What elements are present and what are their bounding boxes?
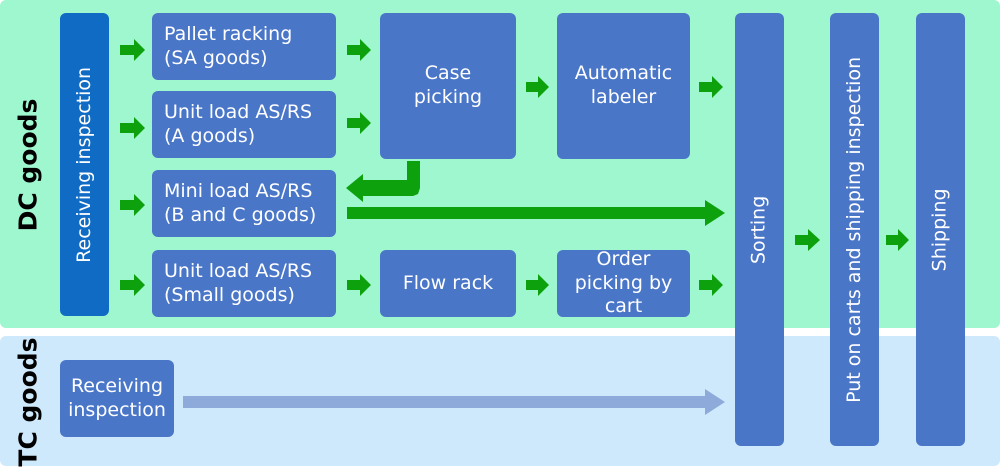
arrow-case-picking-to-labeler: [526, 76, 549, 98]
arrow-mini-load-to-sorting: [347, 200, 725, 226]
arrow-receiving-to-mini: [120, 194, 145, 216]
automatic-labeler-box: Automatic labeler: [557, 13, 690, 159]
flow-rack-box: Flow rack: [380, 250, 516, 317]
arrow-unit-a-to-case-picking: [347, 112, 371, 134]
order-picking-by-cart-box: Order picking by cart: [557, 248, 690, 317]
arrow-labeler-to-sorting: [699, 76, 723, 98]
unit-load-asrs-a-box: Unit load AS/RS (A goods): [152, 91, 336, 158]
arrow-sorting-to-put-on-carts: [795, 229, 820, 251]
arrow-flow-rack-to-order-picking: [526, 274, 549, 296]
arrow-receiving-to-pallet: [120, 39, 145, 61]
unit-load-asrs-small-box: Unit load AS/RS (Small goods): [152, 250, 336, 317]
arrow-put-on-carts-to-shipping: [886, 229, 909, 251]
arrow-pallet-to-case-picking: [347, 39, 371, 61]
sorting-box: Sorting: [735, 13, 784, 446]
arrow-unit-small-to-flow-rack: [347, 274, 371, 296]
arrow-tc-receiving-to-sorting: [183, 389, 725, 415]
arrow-order-picking-to-sorting: [699, 274, 723, 296]
dc-receiving-inspection-box: Receiving inspection: [60, 13, 109, 316]
put-on-carts-box: Put on carts and shipping inspection: [830, 13, 879, 446]
pallet-racking-box: Pallet racking (SA goods): [152, 13, 336, 80]
arrow-case-picking-to-mini-load: [346, 161, 420, 202]
mini-load-asrs-box: Mini load AS/RS (B and C goods): [152, 170, 336, 237]
arrow-receiving-to-unit-a: [120, 117, 145, 139]
arrow-receiving-to-unit-small: [120, 274, 145, 296]
shipping-box: Shipping: [916, 13, 965, 446]
tc-receiving-inspection-box: Receiving inspection: [60, 360, 174, 437]
case-picking-box: Case picking: [380, 13, 516, 159]
